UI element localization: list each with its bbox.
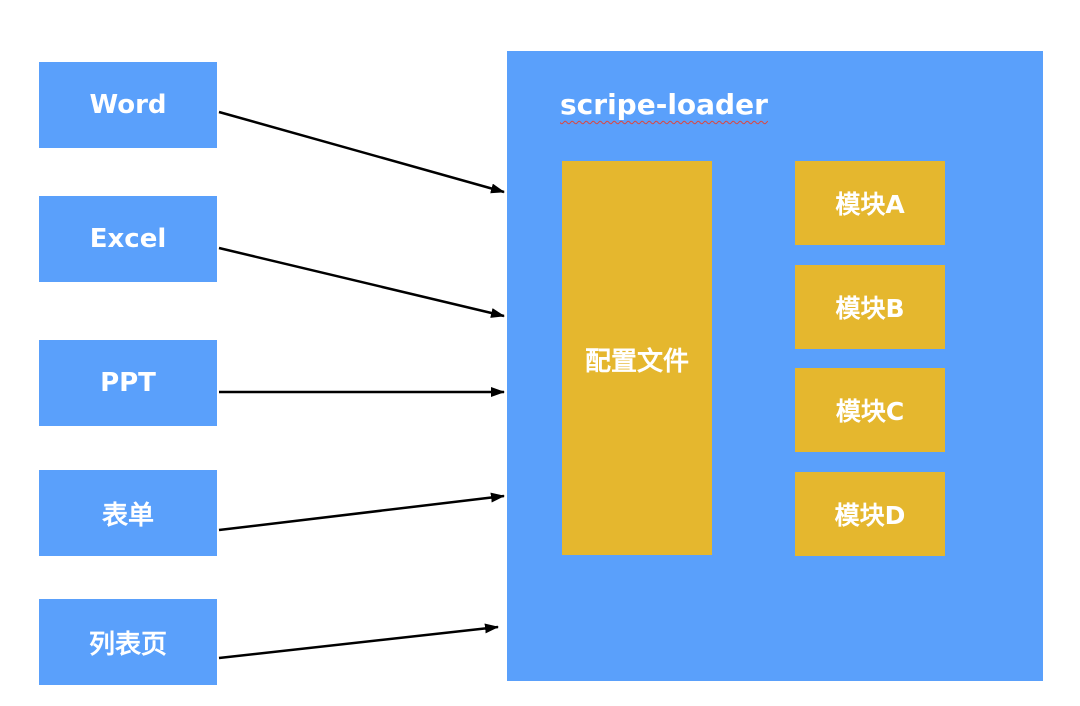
config-file-box: 配置文件 (562, 161, 712, 555)
module-a-label: 模块A (835, 190, 905, 219)
source-list-page-label: 列表页 (88, 629, 167, 660)
source-word-box: Word (39, 62, 217, 148)
loader-container: scripe-loader 配置文件 模块A 模块B 模块C 模块D (507, 51, 1043, 681)
module-b-box: 模块B (795, 265, 945, 349)
arrow-word-to-loader (218, 110, 505, 194)
source-form-label: 表单 (101, 500, 154, 531)
module-a-box: 模块A (795, 161, 945, 245)
source-excel-label: Excel (89, 224, 167, 254)
module-d-label: 模块D (834, 501, 906, 530)
source-word-label: Word (89, 90, 167, 120)
module-c-box: 模块C (795, 368, 945, 452)
module-c-label: 模块C (835, 397, 905, 426)
module-d-box: 模块D (795, 472, 945, 556)
source-ppt-box: PPT (39, 340, 217, 426)
source-ppt-label: PPT (100, 368, 156, 398)
source-list-page-box: 列表页 (39, 599, 217, 685)
source-form-box: 表单 (39, 470, 217, 556)
loader-title: scripe-loader (560, 88, 768, 121)
arrow-list-page-to-loader (218, 623, 499, 660)
source-excel-box: Excel (39, 196, 217, 282)
arrow-excel-to-loader (218, 246, 505, 318)
module-b-label: 模块B (835, 294, 905, 323)
config-file-label: 配置文件 (584, 347, 689, 377)
arrow-form-to-loader (218, 492, 505, 532)
